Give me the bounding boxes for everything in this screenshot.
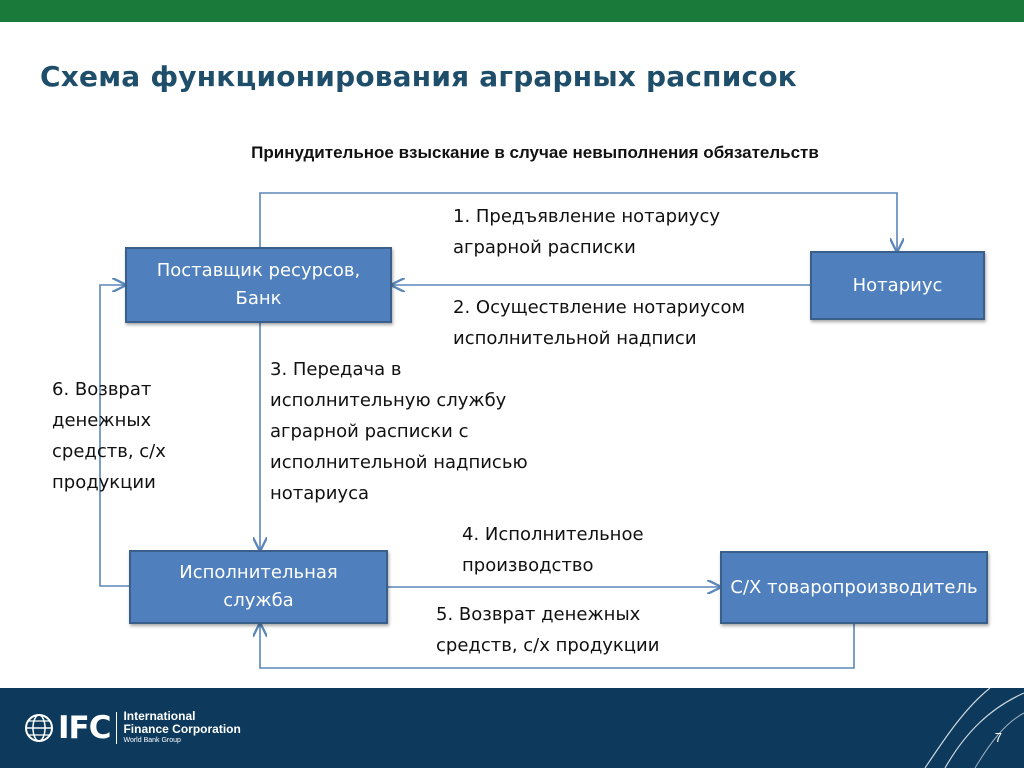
footer-swoosh <box>924 688 1024 768</box>
step-5-label: 5. Возврат денежных средств, с/х продукц… <box>436 604 660 656</box>
slide-title: Схема функционирования аграрных расписок <box>40 60 797 93</box>
org-name-line1: International <box>123 709 196 723</box>
arrow-step-1 <box>259 192 897 251</box>
step-3-label: 3. Передача в исполнительную службу агра… <box>270 359 528 504</box>
globe-icon <box>25 714 53 742</box>
footer-bar: IFC International Finance Corporation Wo… <box>0 688 1024 768</box>
step-4-label: 4. Исполнительное производство <box>462 524 644 576</box>
ifc-logo: IFC International Finance Corporation Wo… <box>24 710 241 746</box>
node-supplier-bank: Поставщик ресурсов, Банк <box>125 247 392 323</box>
node-agri-producer: С/Х товаропроизводитель <box>720 551 988 624</box>
logo-divider <box>116 712 118 744</box>
node-enforcement-service: Исполнительная служба <box>129 550 388 624</box>
step-6-label: 6. Возврат денежных средств, с/х продукц… <box>52 379 166 493</box>
arrow-step-6 <box>99 285 129 587</box>
top-accent-bar <box>0 0 1024 22</box>
step-2-label: 2. Осуществление нотариусом исполнительн… <box>453 297 746 349</box>
slide-subtitle: Принудительное взыскание в случае невыпо… <box>251 143 819 162</box>
arrow-step-5 <box>260 624 855 669</box>
org-name-line3: World Bank Group <box>123 737 181 744</box>
ifc-wordmark: IFC <box>58 710 111 746</box>
page-number: 7 <box>994 730 1002 745</box>
org-name-line2: Finance Corporation <box>123 722 241 736</box>
step-1-label: 1. Предъявление нотариусу аграрной распи… <box>453 206 720 258</box>
node-notary: Нотариус <box>810 251 985 320</box>
org-name: International Finance Corporation World … <box>123 710 240 746</box>
